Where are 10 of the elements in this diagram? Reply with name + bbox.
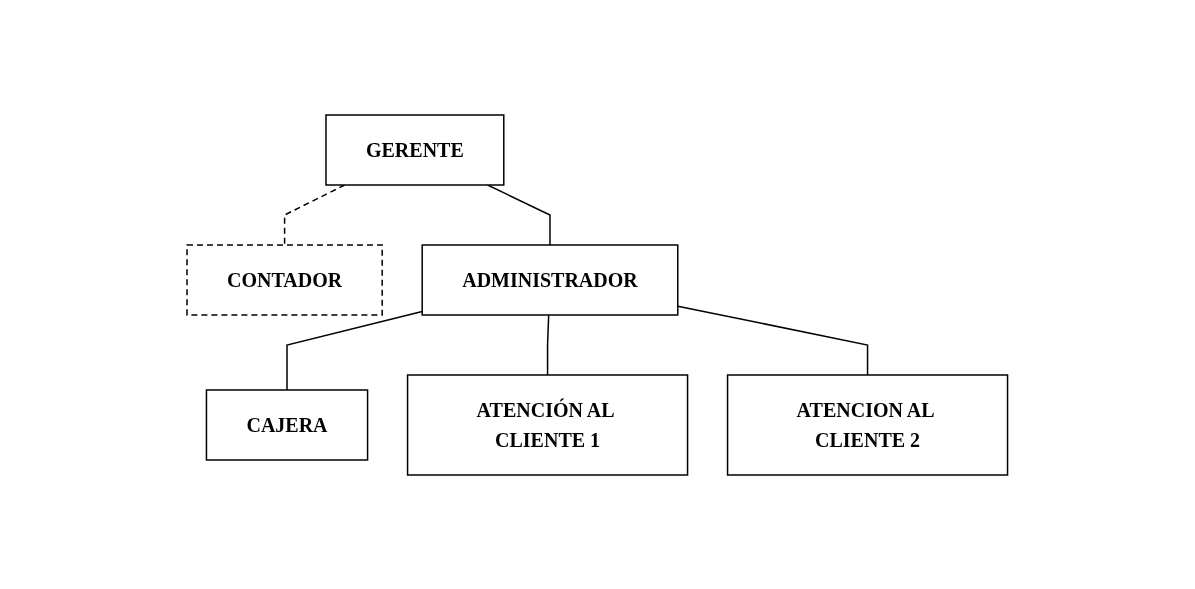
connector [677,304,869,376]
connector [284,183,346,246]
node-box: ADMINISTRADOR [421,243,679,316]
connector [547,313,550,376]
node-box: CAJERA [205,388,369,461]
node-box: ATENCIÓN AL CLIENTE 1 [407,373,689,476]
node-box: GERENTE [325,113,505,186]
node-box: CONTADOR [186,243,384,316]
node-box: ATENCION AL CLIENTE 2 [727,373,1009,476]
connector [487,183,551,246]
